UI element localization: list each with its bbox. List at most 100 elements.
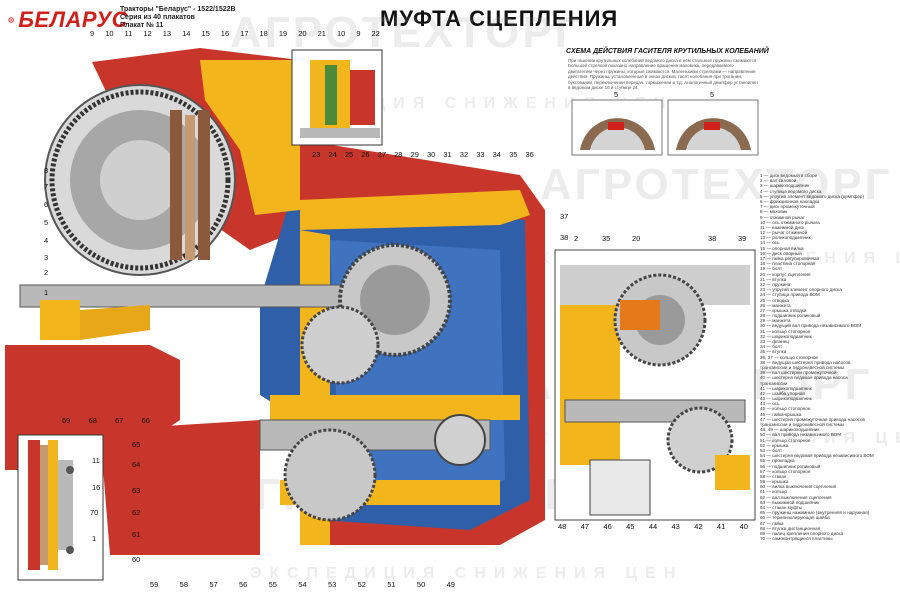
legend-item: 3 — шарикоподшипник [760,183,810,189]
callout-number: 25 [344,150,354,159]
callout-number: 6 [44,200,49,209]
legend-item: 31 — кольцо стопорное [760,328,811,334]
legend-item: 55 — прокладка [760,458,795,464]
callout-number: 13 [162,29,172,38]
legend-item: 20 — корпус сцепления [760,271,811,277]
legend-item: 25 — отводка [760,297,790,303]
callout-number: 51 [387,580,396,589]
poster-meta: Тракторы "Беларус" - 1522/1522В Серия из… [120,6,236,30]
legend-item: 5 — упругий элемент ведомого диска (демп… [760,193,864,199]
callout-number: 17 [240,29,249,38]
callout-number: 64 [132,460,141,469]
legend-item: 34 — болт [760,344,783,350]
legend-item: 22 — пружина [760,281,791,287]
brand-logo-text: БЕЛАРУС [18,7,128,32]
legend-item: 39 — вал шестерни промежуточной [760,370,837,376]
callout-number: 42 [694,522,703,531]
legend-item: 7 — диск промежуточный [760,204,815,210]
callout-number: 32 [459,150,469,159]
legend-item: 28 — подшипник роликовый [760,313,821,319]
callout-number: 11 [92,456,100,465]
legend-item: 27 — крышка отводки [760,307,807,313]
legend-item: 36, 37 — кольцо стопорное [760,354,819,360]
callout-number: 46 [603,522,612,531]
legend-item: 17 — гайка регулировочная [760,256,820,261]
callout-number: 36 [525,150,534,159]
callout-number: 34 [492,150,501,159]
legend-item: 57 — кольцо стопорное [760,468,811,474]
legend-item: 47 — шестерня промежуточная привода насо… [760,416,865,422]
callout-number: 38 [708,234,717,243]
callout-number: 67 [115,416,124,425]
callout-number: 48 [558,522,567,531]
callout-number: 54 [298,580,307,589]
legend-item: 29 — манжета [760,318,791,324]
meta-line: Плакат № 11 [120,22,164,29]
bottom-left-callout-row: 69 68 67 66 [62,416,150,425]
legend-item: 41 — шарикоподшипник [760,385,812,391]
legend-item: 2 — вал силовой [760,178,797,184]
top-callout-row: 9 10 11 12 13 14 15 16 17 18 19 20 21 10… [90,29,380,38]
scheme-label: 5 [710,90,715,99]
callout-number: 62 [132,508,141,517]
legend-item: 63 — выжимной подшипник [760,499,820,505]
legend-item: 61 — кольцо [760,489,787,495]
legend-item: 26 — манжета [760,302,791,308]
callout-number: 69 [62,416,71,425]
callout-number: 16 [92,483,101,492]
callout-number: 2 [574,234,579,243]
legend-item: 10 — ось отжимного рычага [760,219,820,225]
legend-item: 15 — опорная вилка [760,245,804,251]
callout-number: 38 [560,233,569,242]
scheme-label: 5 [614,90,619,99]
callout-number: 63 [132,486,141,495]
callout-number: 55 [268,580,277,589]
callout-number: 9 [90,29,95,38]
callout-number: 52 [357,580,366,589]
callout-number: 49 [446,580,455,589]
callout-number: 59 [150,580,159,589]
callout-number: 66 [141,416,150,425]
legend-item: 62 — вал выключения сцепления [760,494,832,500]
legend-item: 66 — термоизолирующая шайба [760,515,830,521]
callout-number: 2 [44,268,49,277]
legend-item: 16 — диск опорный [760,250,802,256]
callout-number: 21 [317,29,326,38]
legend-item: 46 — гайка-крышка [760,411,802,417]
legend-item: 4 — ступица ведомого диска [760,188,822,194]
callout-number: 8 [44,166,49,175]
legend-item: 58 — стакан [760,473,787,479]
callout-number: 16 [220,29,230,38]
legend-item: 30 — ведущий вал привода независимого ВО… [760,323,862,329]
page-title: МУФТА СЦЕПЛЕНИЯ [380,6,619,31]
legend-item: 40 — шестерня ведомая привода насоса [760,375,848,381]
legend-item: 70 — самоконтрящиеся пластины [760,536,833,542]
legend-item: 44 — ось [760,401,780,407]
callout-number: 57 [209,580,218,589]
inset-callout-row: 23 24 25 26 27 28 29 30 31 32 33 34 35 3… [312,150,534,159]
callout-number: 4 [44,236,49,245]
callout-number: 40 [739,522,748,531]
legend-item: 65 — пружины нажимные (внутренняя и нару… [760,510,870,516]
callout-number: 28 [394,150,403,159]
callout-number: 9 [356,29,361,38]
legend-item: 53 — болт [760,447,783,453]
callout-number: 68 [88,416,97,425]
legend-item: 67 — гайка [760,520,784,526]
legend-item: 32 — шарикоподшипник [760,333,812,339]
callout-number: 58 [179,580,188,589]
legend-item: 13 — роликоподшипник [760,235,811,241]
legend-item: трансмиссии [760,380,788,386]
legend-item: трансмиссии и гидронавесной системы [760,422,845,427]
callout-number: 20 [298,29,307,38]
legend-item: 11 — нажимной диск [760,224,805,230]
legend-item: трансмиссии и гидронавесной системы [760,364,845,370]
callout-number: 29 [410,150,419,159]
callout-number: 7 [44,182,49,191]
callout-number: 11 [124,29,133,38]
callout-number: 39 [738,234,747,243]
callout-number: 65 [132,440,141,449]
legend-item: 59 — крышка [760,479,789,485]
callout-number: 12 [143,29,152,38]
